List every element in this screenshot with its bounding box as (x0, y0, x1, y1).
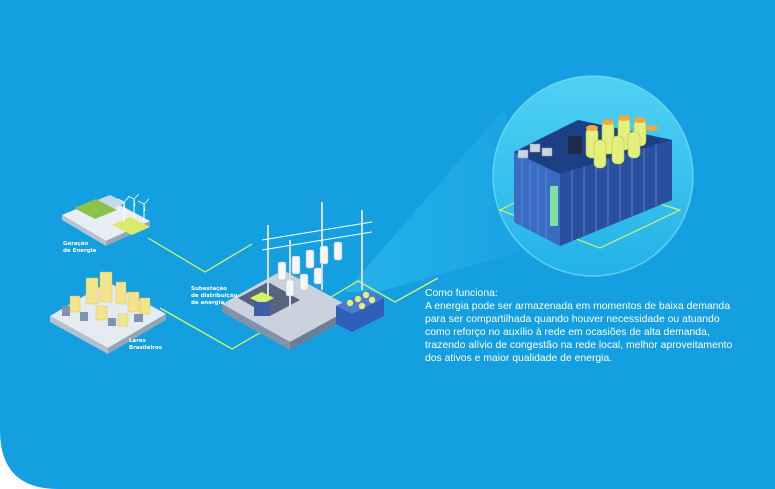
battery-zoom-circle (492, 75, 694, 277)
homes-label-line-2: Brasileiros (129, 345, 163, 351)
how-it-works-line: para ser compartilhada quando houver nec… (425, 314, 720, 325)
substation-label-line-3: de energia (191, 300, 225, 306)
substation-label-line-2: de distribuição (191, 293, 238, 299)
zoom-beam (345, 108, 520, 292)
generation-label-line-2: de Energia (63, 248, 97, 254)
generation-site-illustration (62, 193, 150, 246)
how-it-works-text: Como funciona: A energia pode ser armaze… (425, 287, 745, 365)
how-it-works-line: trazendo alívio de congestão na rede loc… (425, 340, 733, 351)
generation-label: Geração de Energia (63, 241, 96, 255)
homes-city-illustration (50, 271, 166, 354)
how-it-works-line: A energia pode ser armazenada em momento… (425, 301, 730, 312)
generation-label-line-1: Geração (63, 241, 89, 247)
substation-label: Subestação de distribuição de energia (191, 286, 237, 307)
how-it-works-heading: Como funciona: (425, 288, 498, 299)
substation-label-line-1: Subestação (191, 286, 227, 292)
homes-label: Lares Brasileiros (129, 338, 162, 352)
homes-label-line-1: Lares (129, 338, 146, 344)
how-it-works-line: como reforço no auxílio à rede em ocasiõ… (425, 327, 710, 338)
how-it-works-line: dos ativos e maior qualidade de energia. (425, 353, 613, 364)
substation-illustration (222, 202, 384, 350)
